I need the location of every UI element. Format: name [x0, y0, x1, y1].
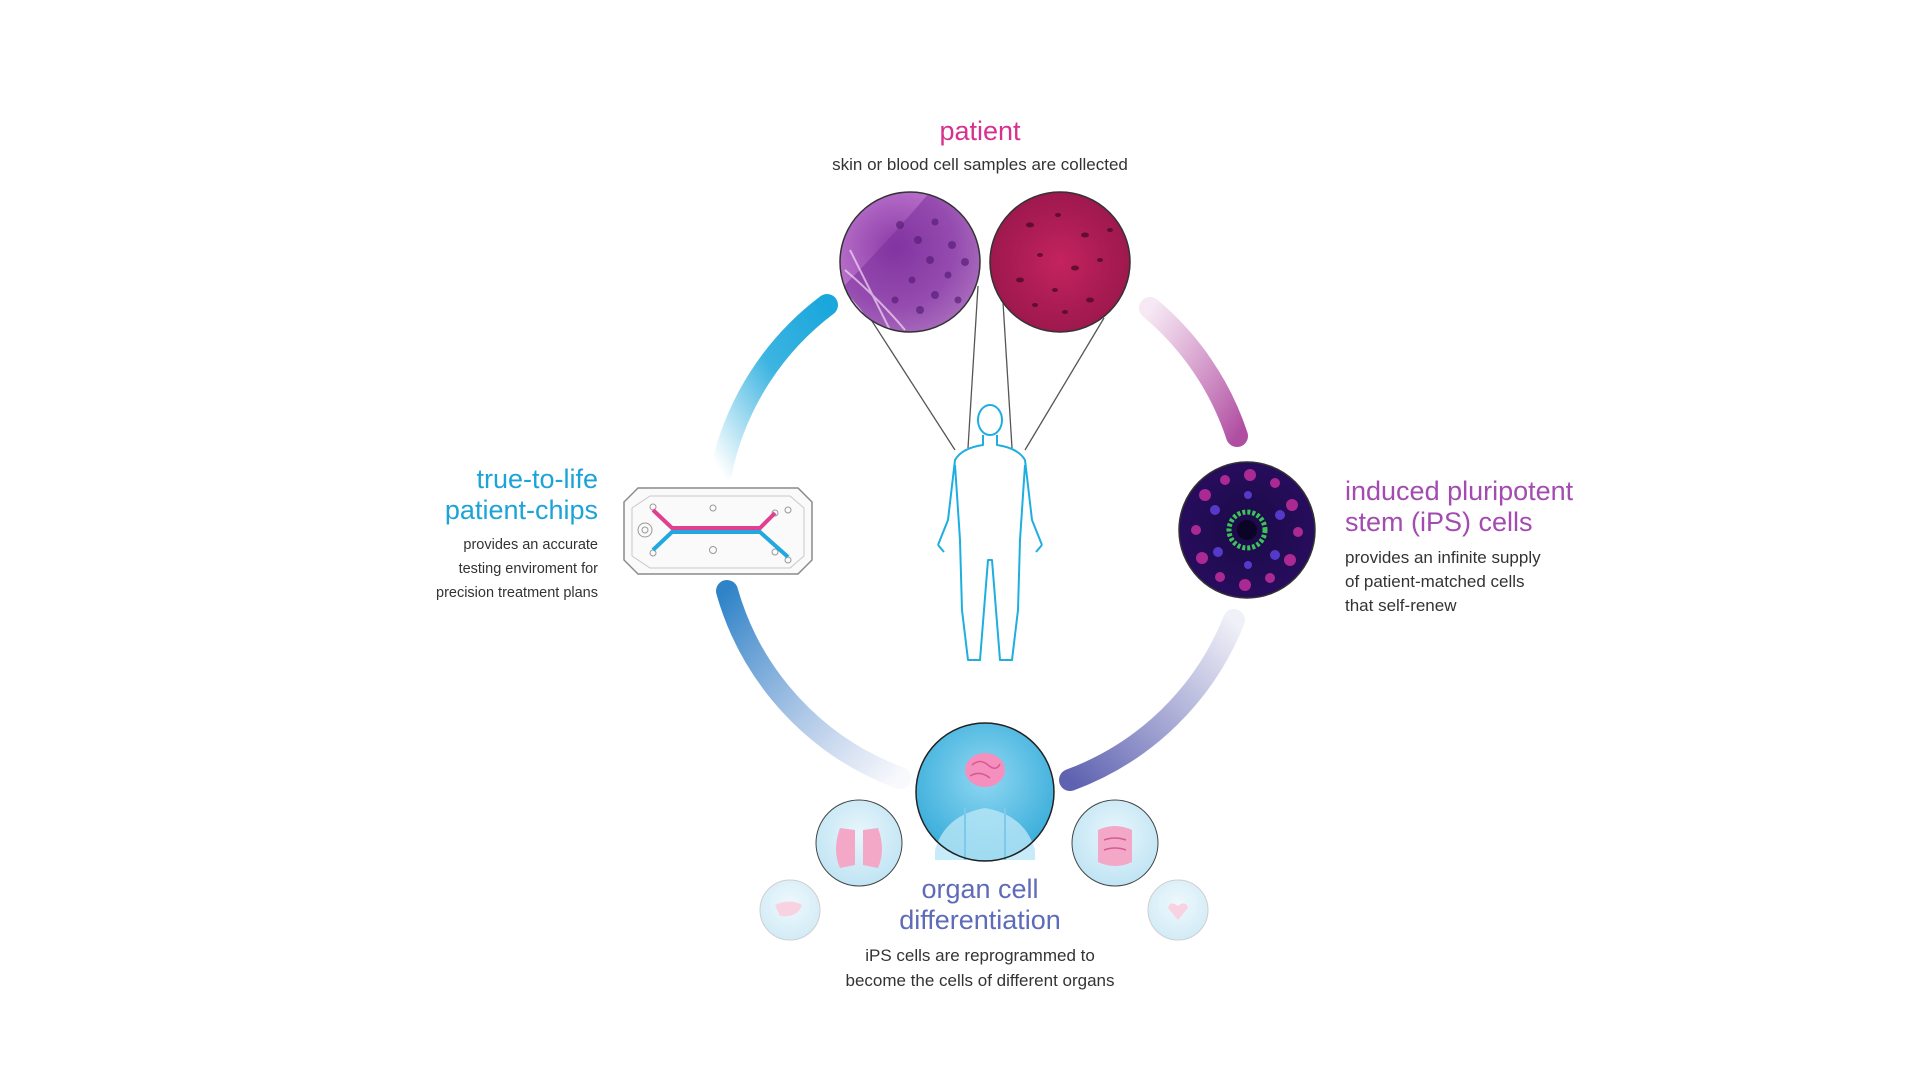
organ-chip-icon	[623, 487, 813, 575]
chips-desc-line3: precision treatment plans	[436, 584, 598, 601]
chips-desc-line2: testing enviroment for	[458, 561, 598, 578]
chips-title-line2: patient-chips	[444, 495, 598, 526]
liver-organ-icon	[759, 879, 821, 941]
patient-description: skin or blood cell samples are collected	[832, 155, 1128, 175]
ips-title-line2: stem (iPS) cells	[1345, 507, 1533, 538]
ips-cell-colony-icon	[1178, 461, 1316, 599]
patient-title: patient	[939, 116, 1021, 146]
brain-organ-icon	[915, 722, 1055, 862]
ips-desc-line1: provides an infinite supply	[1345, 548, 1541, 568]
organ-desc-line2: become the cells of different organs	[845, 970, 1115, 990]
patient-stage-label: patient skin or blood cell samples are c…	[760, 116, 1200, 178]
organ-stage-label: organ cell differentiation iPS cells are…	[800, 874, 1160, 993]
ring-arc-bottom-right	[1059, 609, 1245, 791]
heart-organ-icon	[1147, 879, 1209, 941]
ips-stage-label: induced pluripotent stem (iPS) cells pro…	[1345, 476, 1675, 618]
human-body-outline-icon	[937, 404, 1043, 661]
ring-arc-top-right	[1139, 297, 1248, 447]
ring-arc-bottom-left	[716, 580, 911, 789]
chips-stage-label: true-to-life patient-chips provides an a…	[360, 464, 598, 606]
chips-title-line1: true-to-life	[476, 464, 598, 494]
blood-cell-micrograph-icon	[989, 191, 1131, 333]
organ-title-line1: organ cell	[921, 874, 1039, 904]
organ-title-line2: differentiation	[899, 905, 1061, 936]
ips-desc-line2: of patient-matched cells	[1345, 572, 1525, 592]
chips-description: provides an accurate testing enviroment …	[360, 534, 598, 606]
ips-description: provides an infinite supply of patient-m…	[1345, 546, 1675, 618]
lung-organ-icon	[815, 799, 903, 887]
ips-title-line1: induced pluripotent	[1345, 476, 1574, 506]
ips-title: induced pluripotent stem (iPS) cells	[1345, 476, 1675, 538]
skin-tissue-micrograph-icon	[839, 191, 981, 333]
organ-description: iPS cells are reprogrammed to become the…	[800, 944, 1160, 993]
intestine-organ-icon	[1071, 799, 1159, 887]
sample-connector-lines	[869, 285, 1105, 451]
organ-desc-line1: iPS cells are reprogrammed to	[865, 946, 1095, 966]
ring-arc-top-left	[710, 294, 838, 483]
ips-desc-line3: that self-renew	[1345, 596, 1457, 616]
chips-title: true-to-life patient-chips	[360, 464, 598, 526]
organ-title: organ cell differentiation	[800, 874, 1160, 936]
chips-desc-line1: provides an accurate	[463, 537, 598, 554]
